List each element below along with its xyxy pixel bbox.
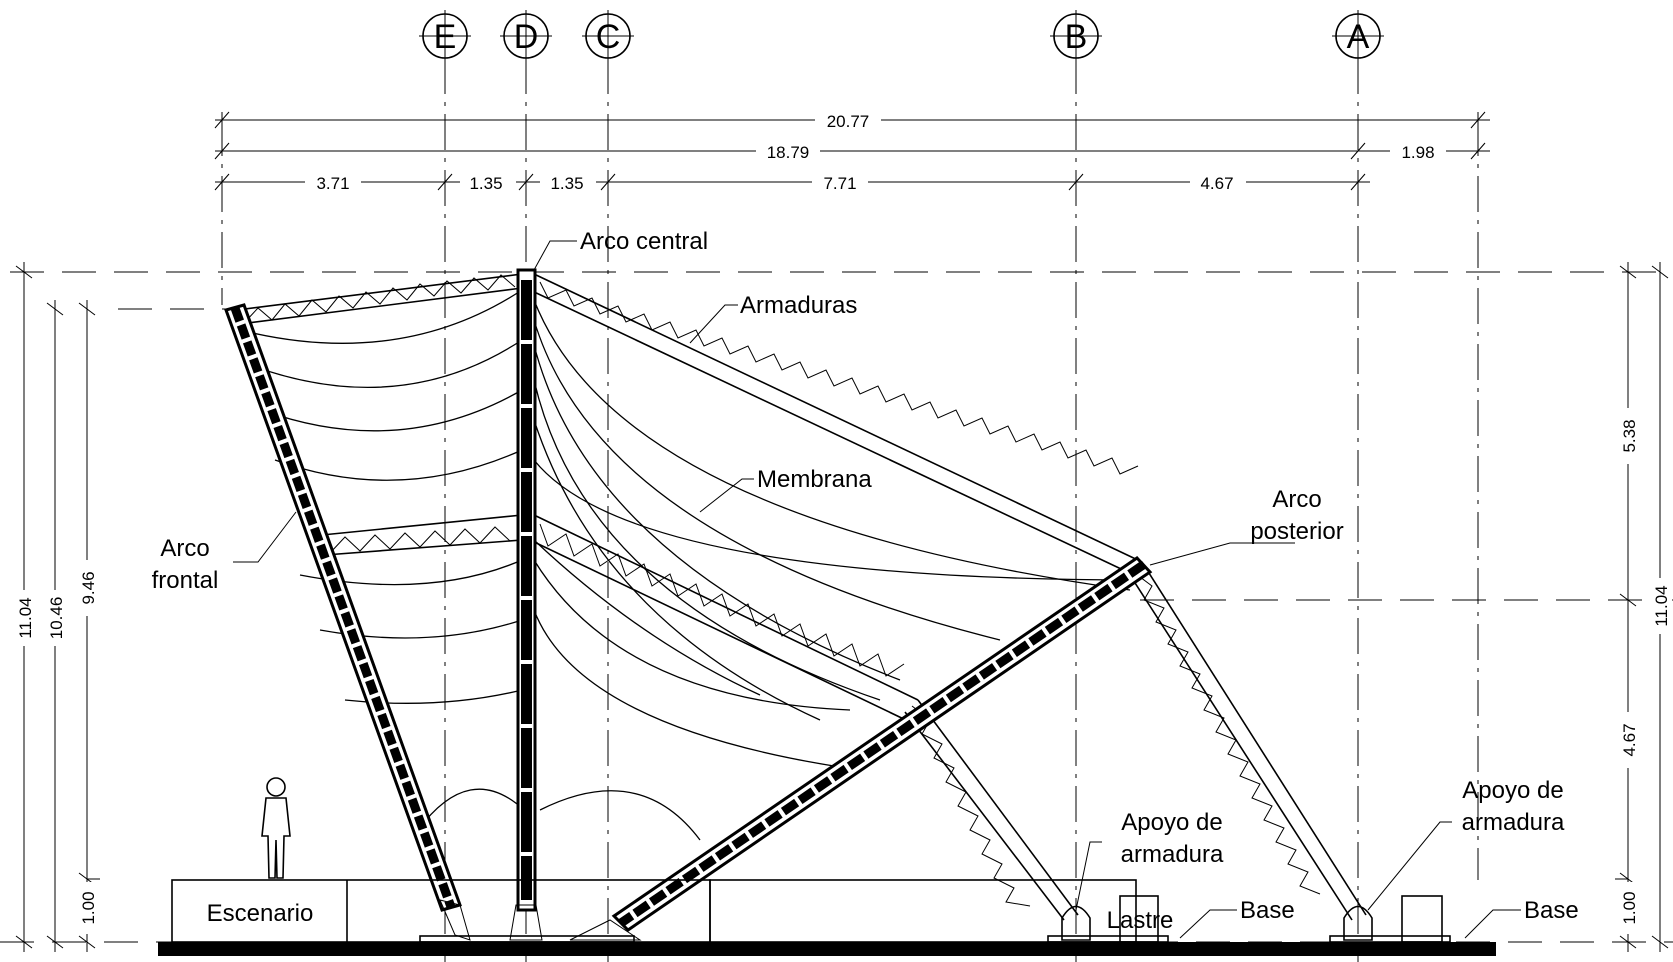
stage: Escenario xyxy=(171,879,1137,943)
arco-posterior-label-line1: Arco xyxy=(1272,486,1321,513)
annotations: Arco central Armaduras Membrana Arco pos… xyxy=(152,228,1579,924)
arco-frontal-label-line2: frontal xyxy=(152,567,219,594)
dim-right-4-67: 4.67 xyxy=(1620,723,1639,756)
truss-leg-middle xyxy=(904,699,1079,921)
truss-supports xyxy=(1061,905,1373,941)
grid-bubble-b: B xyxy=(1050,10,1102,62)
dim-7-71: 7.71 xyxy=(823,174,856,193)
grid-label-c: C xyxy=(596,18,621,56)
dim-1-35-a: 1.35 xyxy=(469,174,502,193)
dim-overall: 20.77 xyxy=(827,112,870,131)
callout-leaders xyxy=(233,240,1521,939)
grid-label-a: A xyxy=(1347,18,1370,56)
arch-posterior xyxy=(569,556,1153,941)
ballast-blocks: Lastre xyxy=(1107,895,1443,943)
left-dimension-chains: 11.04 10.46 9.46 1.00 xyxy=(12,262,100,952)
arch-central xyxy=(509,268,543,941)
grid-label-e: E xyxy=(434,18,457,56)
base-plates xyxy=(419,935,1451,943)
grid-bubble-c: C xyxy=(582,10,634,62)
escenario-label: Escenario xyxy=(207,900,314,927)
arco-frontal-label-line1: Arco xyxy=(160,535,209,562)
dim-3-71: 3.71 xyxy=(316,174,349,193)
truss-middle-right xyxy=(529,514,919,723)
top-dimension-chains: 20.77 18.79 1.98 3.71 1.35 1.35 7.71 4.6… xyxy=(214,108,1490,194)
grid-bubble-e: E xyxy=(419,10,471,62)
truss-middle-left xyxy=(321,514,523,556)
arco-posterior-label-line2: posterior xyxy=(1250,518,1343,545)
membrane xyxy=(239,289,1141,841)
dim-right-5-38: 5.38 xyxy=(1620,419,1639,452)
dim-right-1-00: 1.00 xyxy=(1620,891,1639,924)
apoyo-armadura-1-label-line2: armadura xyxy=(1121,841,1224,868)
apoyo-armadura-2-label-line1: Apoyo de xyxy=(1462,777,1563,804)
dim-1-35-b: 1.35 xyxy=(550,174,583,193)
base-2-label: Base xyxy=(1524,897,1579,924)
truss-leg-rear xyxy=(1127,561,1367,921)
grid-label-d: D xyxy=(514,18,539,56)
armaduras-label: Armaduras xyxy=(740,292,857,319)
base-1-label: Base xyxy=(1240,897,1295,924)
truss-top-right xyxy=(529,273,1143,577)
dim-left-11-04: 11.04 xyxy=(16,597,35,638)
apoyo-armadura-2-label-line2: armadura xyxy=(1462,809,1565,836)
dim-left-9-46: 9.46 xyxy=(79,571,98,604)
grid-label-b: B xyxy=(1065,18,1088,56)
grid-bubble-a: A xyxy=(1332,10,1384,62)
ground-slab xyxy=(158,942,1496,956)
dim-right-11-04: 11.04 xyxy=(1652,585,1671,626)
arch-frontal xyxy=(224,303,471,941)
right-dimension-chains: 5.38 11.04 4.67 1.00 xyxy=(1615,262,1672,952)
dim-1-98: 1.98 xyxy=(1401,143,1434,162)
grid-bubble-d: D xyxy=(500,10,552,62)
membrana-label: Membrana xyxy=(757,466,872,493)
dim-4-67: 4.67 xyxy=(1200,174,1233,193)
lastre-label: Lastre xyxy=(1107,907,1174,934)
dim-left-10-46: 10.46 xyxy=(47,597,66,640)
arco-central-label: Arco central xyxy=(580,228,708,255)
apoyo-armadura-1-label-line1: Apoyo de xyxy=(1121,809,1222,836)
dim-left-1-00: 1.00 xyxy=(79,891,98,924)
human-scale-figure xyxy=(261,777,291,879)
dim-18-79: 18.79 xyxy=(767,143,810,162)
truss-top-left xyxy=(236,273,523,325)
